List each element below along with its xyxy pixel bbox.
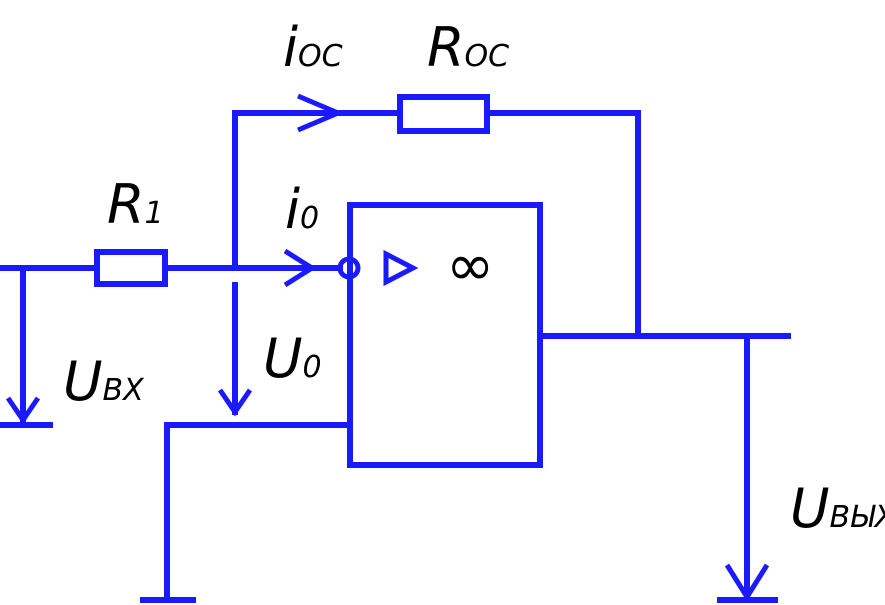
- u-out-arrow: [717, 333, 778, 603]
- i-fb-current-arrow: [297, 93, 345, 133]
- opamp-body: [347, 202, 543, 468]
- u-in-arrow: [0, 265, 53, 428]
- resistor-r-fb: [397, 94, 490, 134]
- resistor-r1: [94, 249, 168, 287]
- label-u-out: UВЫХ: [790, 477, 885, 540]
- label-r-fb: RОС: [427, 16, 509, 79]
- u0-arrow: [217, 282, 253, 417]
- label-r1: R1: [107, 173, 164, 236]
- label-u-in: UВХ: [63, 350, 145, 413]
- feedback-path: [232, 110, 641, 339]
- opamp-gain-symbol: ∞: [446, 231, 494, 299]
- label-i0: i0: [285, 178, 319, 241]
- label-u0: U0: [263, 327, 322, 390]
- ground-path: [140, 422, 353, 603]
- opamp-triangle-symbol: [383, 249, 419, 287]
- label-i-fb: iОС: [283, 16, 343, 79]
